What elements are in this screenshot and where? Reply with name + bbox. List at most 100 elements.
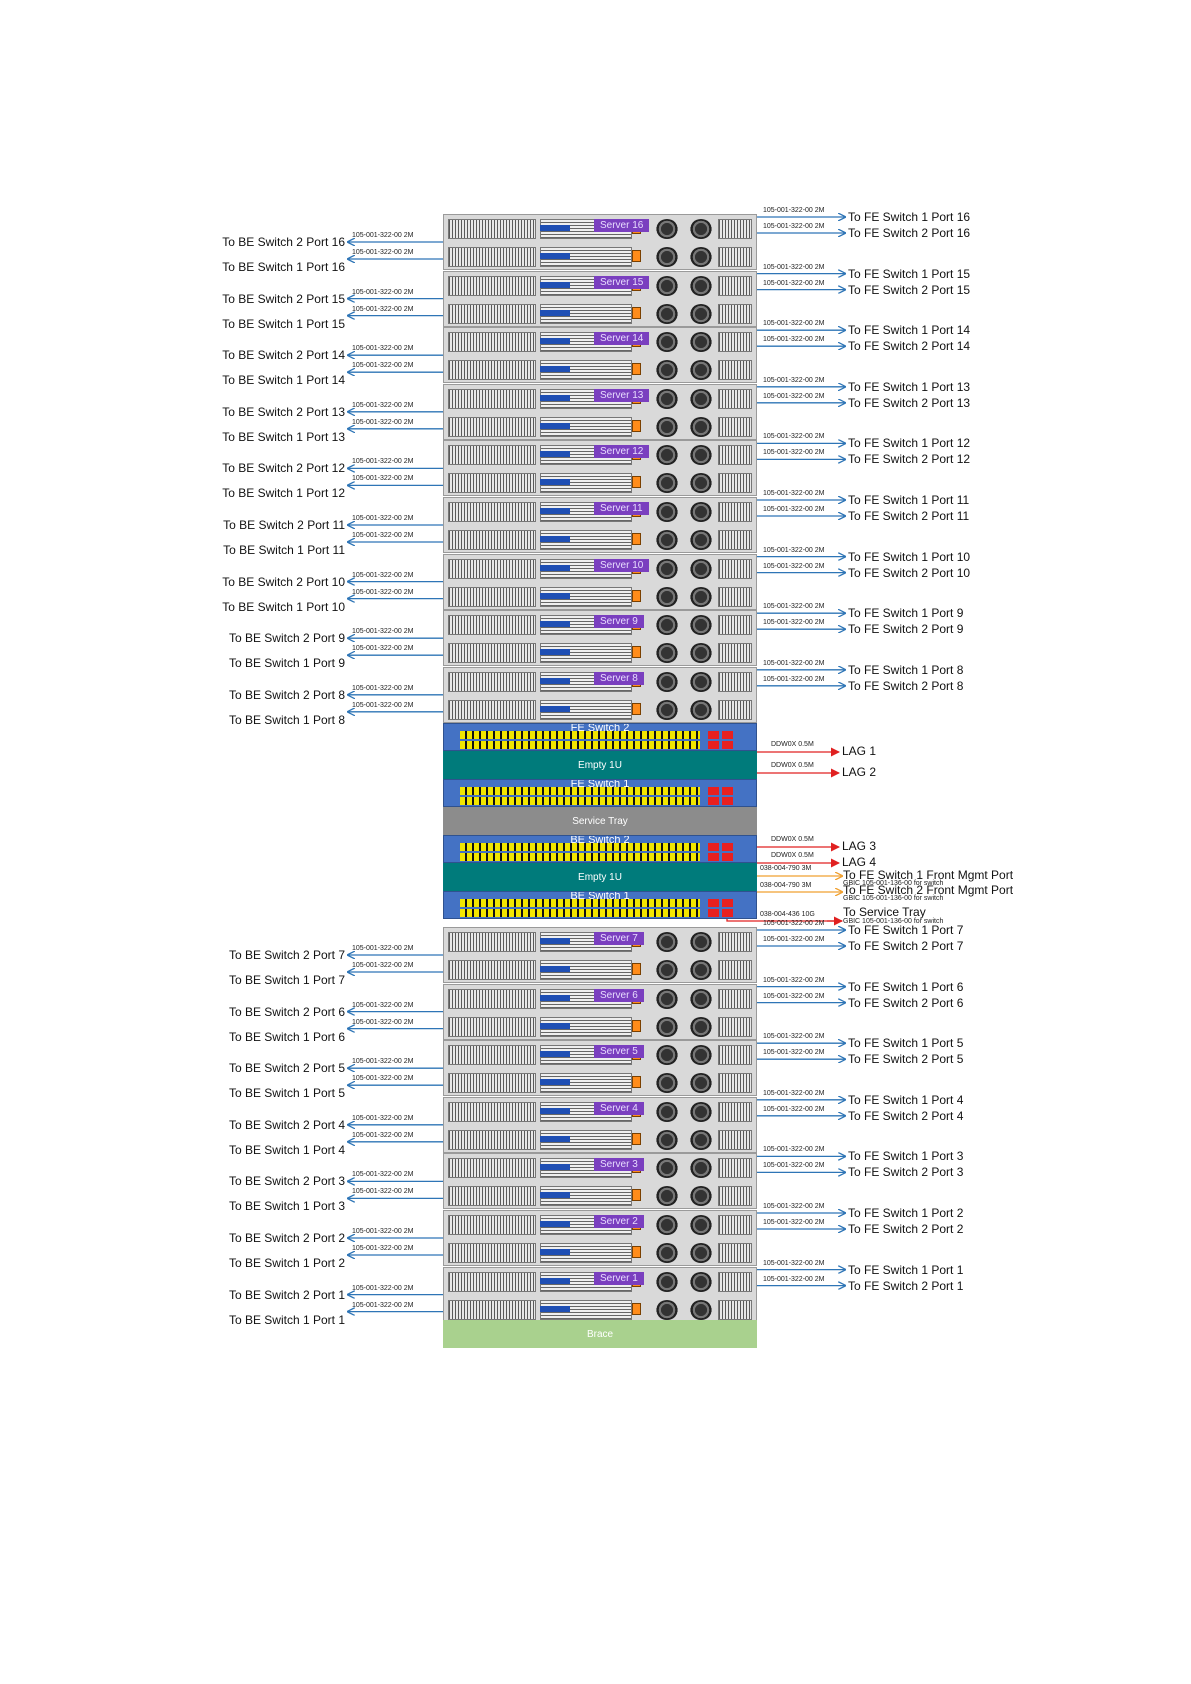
nic-port-icon [540, 1305, 570, 1312]
uplink-port-icon [708, 853, 719, 861]
switch-label: BE Switch 1 [570, 891, 630, 902]
cable-part-number: 105-001-322-00 2M [763, 320, 825, 328]
server-row [444, 1043, 756, 1067]
server-row [444, 1241, 756, 1265]
power-supply-fan-icon [656, 332, 678, 353]
server-label: Server 2 [594, 1215, 644, 1228]
fe-switch-2-port-label: To FE Switch 2 Port 10 [848, 565, 971, 580]
rear-grille [718, 1299, 752, 1320]
switch-port-icon [460, 741, 700, 749]
power-supply-fan-icon [690, 960, 712, 980]
server-label: Server 11 [594, 502, 649, 515]
rear-grille [718, 473, 752, 494]
server-row [444, 1128, 756, 1152]
drive-bay-grille [448, 219, 536, 239]
rear-grille [718, 699, 752, 720]
rear-grille [718, 586, 752, 607]
server-row [444, 585, 756, 609]
power-supply-fan-icon [656, 1073, 678, 1094]
nic-port-icon [540, 1164, 570, 1171]
cable-part-number: 105-001-322-00 2M [763, 603, 825, 611]
fe-switch-1-port-label: To FE Switch 1 Port 14 [848, 323, 971, 338]
uplink-port-icon [722, 741, 733, 749]
cable-part-number: 105-001-322-00 2M [352, 588, 414, 596]
cable-part-number: 105-001-322-00 2M [763, 1049, 825, 1057]
power-supply-fan-icon [690, 247, 712, 267]
fe-switch-2-port-label: To FE Switch 2 Port 2 [848, 1222, 964, 1236]
fe-switch-1-port-label: To FE Switch 1 Port 12 [848, 436, 971, 451]
be-switch-2-port-label: To BE Switch 2 Port 4 [228, 1117, 345, 1132]
nic-port-icon [540, 1135, 570, 1142]
power-supply-fan-icon [656, 388, 678, 409]
power-supply-fan-icon [656, 303, 678, 324]
cable-part-number: 105-001-322-00 2M [352, 1075, 414, 1083]
be-switch-2-port-label: To BE Switch 2 Port 9 [228, 631, 345, 646]
fe-switch-2-port-label: To FE Switch 2 Port 15 [848, 282, 971, 297]
nic-port-icon [540, 1051, 570, 1058]
server-chassis: Server 5 [443, 1040, 757, 1097]
server-chassis: Server 16 [443, 214, 757, 270]
server-label: Server 8 [594, 671, 644, 685]
drive-bay-grille [448, 1243, 536, 1263]
power-supply-fan-icon [656, 445, 678, 466]
fe-switch-1-port-label: To FE Switch 1 Port 6 [848, 979, 964, 994]
cable-part-number: 105-001-322-00 2M [763, 1033, 825, 1041]
dac-cable-part-number: DDW0X 0.5M [771, 836, 814, 843]
cable-part-number: 105-001-322-00 2M [763, 207, 825, 214]
power-supply-fan-icon [690, 586, 712, 607]
fe-switch-1-port-label: To FE Switch 1 Port 5 [848, 1036, 964, 1051]
drive-bay-grille [448, 530, 536, 550]
drive-bay-grille [448, 988, 536, 1009]
be-switch-1-port-label: To BE Switch 1 Port 15 [222, 316, 345, 331]
power-connector-icon [632, 476, 641, 489]
fe-switch-1-port-label: To FE Switch 1 Port 10 [848, 549, 971, 564]
cable-part-number: 105-001-322-00 2M [352, 628, 414, 636]
power-connector-icon [632, 1132, 641, 1145]
server-row [444, 930, 756, 954]
power-connector-icon [632, 533, 641, 545]
power-supply-fan-icon [690, 219, 712, 239]
fe-switch-1-port-label: To FE Switch 1 Port 1 [848, 1262, 964, 1277]
cable-part-number: 105-001-322-00 2M [352, 362, 414, 370]
cable-part-number: 105-001-322-00 2M [763, 562, 825, 570]
nic-port-icon [540, 451, 570, 458]
nic-port-icon [540, 1249, 570, 1255]
rear-grille [718, 1045, 752, 1066]
cable-part-number: 105-001-322-00 2M [352, 1018, 414, 1026]
power-supply-fan-icon [690, 1299, 712, 1320]
cable-part-number: 105-001-322-00 2M [763, 920, 825, 927]
cable-part-number: 105-001-322-00 2M [352, 418, 414, 426]
rear-grille [718, 388, 752, 409]
uplink-port-icon [722, 787, 733, 795]
cable-part-number: 105-001-322-00 2M [352, 1058, 414, 1066]
cable-part-number: 105-001-322-00 2M [352, 1284, 414, 1292]
server-row [444, 1270, 756, 1294]
be-switch-2-port-label: To BE Switch 2 Port 3 [228, 1174, 345, 1189]
rear-grille [718, 558, 752, 579]
uplink-port-icon [722, 899, 733, 907]
uplink-port-icon [722, 843, 733, 851]
rear-grille [718, 1243, 752, 1263]
fe-switch-1-port-label: To FE Switch 1 Port 11 [848, 493, 970, 507]
power-supply-fan-icon [690, 1158, 712, 1179]
switch-port-icon [460, 787, 700, 795]
server-row [444, 1156, 756, 1180]
cable-part-number: 105-001-322-00 2M [763, 223, 825, 230]
power-connector-icon [632, 306, 641, 319]
be-switch-1-port-label: To BE Switch 1 Port 9 [228, 656, 345, 671]
switch-label: BE Switch 2 [570, 835, 630, 846]
drive-bay-grille [448, 275, 536, 296]
power-connector-icon [632, 363, 641, 376]
power-supply-fan-icon [690, 932, 712, 952]
drive-bay-grille [448, 1129, 536, 1150]
power-connector-icon [632, 1302, 641, 1315]
power-supply-fan-icon [656, 1045, 678, 1066]
fe-switch-2-port-label: To FE Switch 2 Port 5 [848, 1052, 964, 1067]
rear-grille [718, 219, 752, 239]
server-row [444, 1184, 756, 1208]
fe-switch-2-port-label: To FE Switch 2 Port 14 [848, 339, 971, 354]
server-chassis: Server 14 [443, 327, 757, 384]
be-switch-2-port-label: To BE Switch 2 Port 11 [223, 518, 345, 532]
power-supply-fan-icon [656, 1016, 678, 1037]
be-switch-1-port-label: To BE Switch 1 Port 16 [222, 260, 345, 274]
